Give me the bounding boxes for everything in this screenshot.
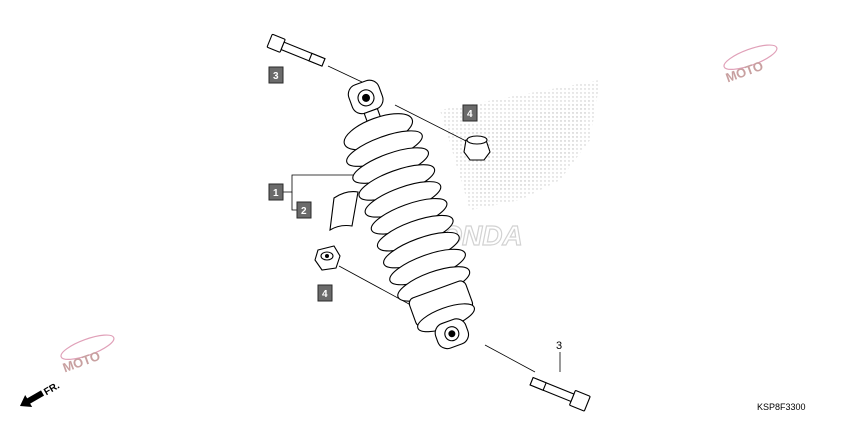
moto-logo-top-right: MOTO	[723, 44, 778, 85]
svg-text:3: 3	[273, 71, 279, 82]
rear-shock-absorber	[343, 79, 475, 350]
svg-text:4: 4	[467, 109, 473, 120]
honda-wing-watermark: HONDA	[419, 80, 600, 252]
front-direction-indicator: FR.	[20, 380, 62, 408]
front-arrow-icon	[20, 390, 45, 408]
upper-nut	[463, 135, 491, 161]
svg-text:2: 2	[301, 206, 307, 217]
svg-text:1: 1	[273, 188, 279, 199]
leader-lines	[283, 65, 561, 373]
callout-2[interactable]: 2	[296, 201, 312, 219]
bottom-bolt	[529, 376, 591, 412]
moto-logo-text: MOTO	[61, 348, 103, 375]
moto-logo-text: MOTO	[724, 58, 766, 85]
callout-3-bottom[interactable]: 3	[556, 340, 562, 352]
callout-4-bottom[interactable]: 4	[317, 284, 333, 302]
spring-coils	[346, 130, 471, 302]
callout-4-top[interactable]: 4	[462, 104, 478, 122]
svg-text:3: 3	[556, 340, 562, 352]
top-bolt	[266, 33, 326, 67]
front-label: FR.	[42, 380, 62, 398]
lower-nut	[314, 245, 341, 271]
label-part	[329, 191, 359, 232]
diagram-code: KSP8F3300	[757, 402, 806, 412]
callout-1[interactable]: 1	[268, 183, 284, 201]
svg-text:4: 4	[322, 289, 328, 300]
callout-3-top[interactable]: 3	[268, 66, 284, 84]
moto-logo-bottom-left: MOTO	[60, 334, 115, 375]
